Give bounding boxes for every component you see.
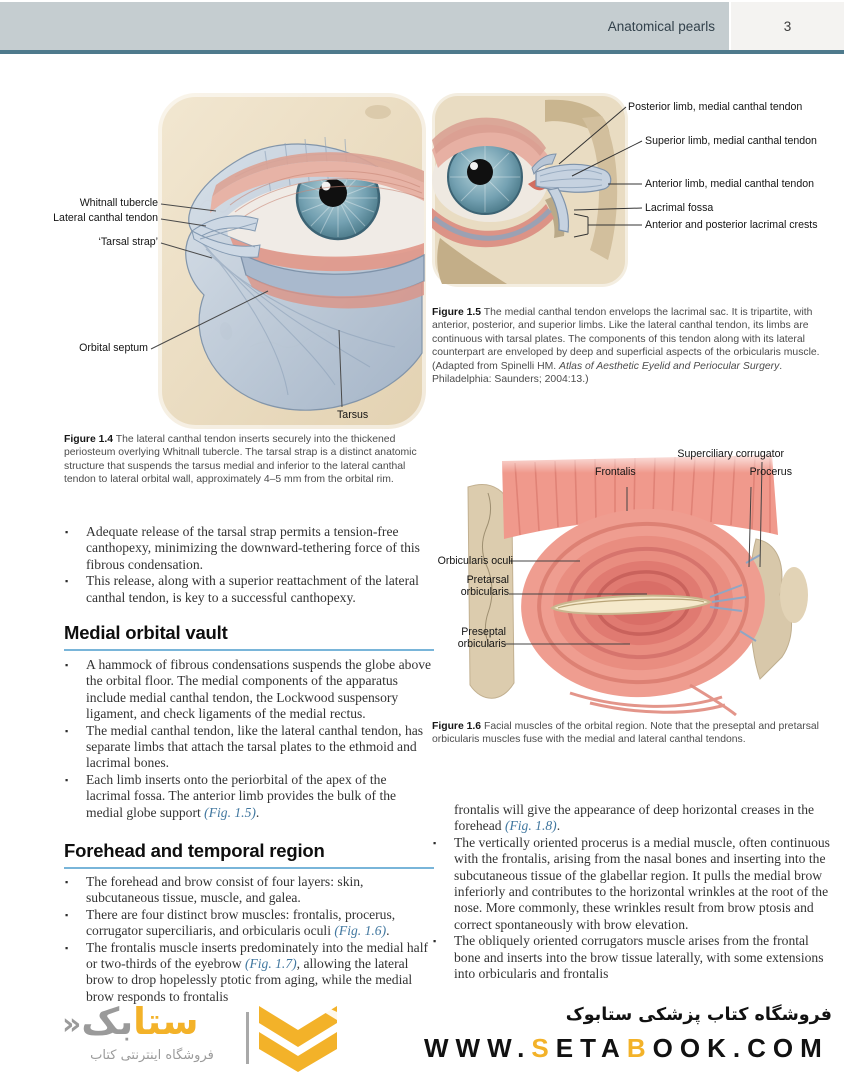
bullet-marker bbox=[432, 802, 454, 835]
bullet-item: ▪ The vertically oriented procerus is a m… bbox=[432, 835, 834, 933]
intro-bullet-list: ▪ Adequate release of the tarsal strap pe… bbox=[64, 524, 434, 606]
brand-chevron-icon[interactable] bbox=[256, 1004, 340, 1072]
bullet-marker: ▪ bbox=[65, 576, 69, 587]
bullet-item: frontalis will give the appearance of de… bbox=[432, 802, 834, 835]
store-name-line: فروشگاه کتاب پزشکی ستابوک bbox=[565, 1005, 832, 1025]
brand-wordmark-yellow: ستا bbox=[133, 1000, 199, 1043]
figure-1-5-caption-tail: . Philadelphia: Saunders; 2004:13.) bbox=[432, 360, 783, 386]
bullet-marker: ▪ bbox=[65, 774, 69, 785]
label-posterior-limb: Posterior limb, medial canthal tendon bbox=[628, 101, 803, 113]
bullet-text: Adequate release of the tarsal strap per… bbox=[86, 524, 420, 572]
bullet-item: ▪ The medial canthal tendon, like the lat… bbox=[64, 723, 434, 772]
figure-1-5-caption-book-title: Atlas of Aesthetic Eyelid and Periocular… bbox=[559, 360, 780, 372]
label-procerus: Procerus bbox=[749, 466, 792, 478]
figure-1-6-artwork bbox=[467, 451, 808, 717]
section-heading-medial-orbital-vault: Medial orbital vault bbox=[64, 622, 434, 651]
figure-1-5-artwork bbox=[432, 90, 643, 290]
label-superior-limb: Superior limb, medial canthal tendon bbox=[645, 135, 817, 147]
figure-1-6-caption-text: Facial muscles of the orbital region. No… bbox=[432, 721, 819, 746]
brand-divider bbox=[246, 1012, 249, 1064]
bullet-item: ▪ This release, along with a superior rea… bbox=[64, 573, 434, 606]
figure-1-5-caption-text: The medial canthal tendon envelops the l… bbox=[432, 307, 820, 372]
bullet-item: ▪ The obliquely oriented corrugators musc… bbox=[432, 933, 834, 982]
bullet-item: ▪ A hammock of fibrous condensations susp… bbox=[64, 657, 434, 723]
bullet-text: The vertically oriented procerus is a me… bbox=[454, 834, 830, 932]
bullet-text: The forehead and brow consist of four la… bbox=[86, 874, 364, 906]
bullet-marker: ▪ bbox=[433, 936, 437, 947]
figure-1-4-caption-text: The lateral canthal tendon inserts secur… bbox=[64, 434, 417, 486]
bullet-text: The medial canthal tendon, like the late… bbox=[86, 722, 424, 771]
bullet-text: There are four distinct brow muscles: fr… bbox=[86, 906, 396, 939]
label-lacrimal-crests: Anterior and posterior lacrimal crests bbox=[645, 219, 818, 231]
page-number-box: 3 bbox=[731, 2, 844, 50]
medial-bullet-list: ▪ A hammock of fibrous condensations susp… bbox=[64, 657, 434, 821]
label-tarsal-strap: ‘Tarsal strap’ bbox=[98, 236, 158, 248]
bullet-item: ▪ Each limb inserts onto the periorbital … bbox=[64, 772, 434, 821]
running-head: Anatomical pearls bbox=[607, 18, 715, 34]
bullet-text: The obliquely oriented corrugators muscl… bbox=[454, 933, 824, 982]
figure-1-6: Superciliary corrugator Frontalis Procer… bbox=[437, 445, 840, 717]
header-bar: Anatomical pearls bbox=[0, 2, 729, 50]
label-lateral-canthal-tendon: Lateral canthal tendon bbox=[53, 212, 158, 224]
label-anterior-limb: Anterior limb, medial canthal tendon bbox=[645, 178, 815, 190]
header-rule bbox=[0, 50, 844, 54]
label-frontalis: Frontalis bbox=[595, 466, 636, 478]
figure-reference: (Fig. 1.6) bbox=[334, 923, 387, 939]
bullet-marker: ▪ bbox=[65, 725, 69, 736]
bullet-marker: ▪ bbox=[65, 942, 69, 953]
figure-1-4: Whitnall tubercle Lateral canthal tendon… bbox=[30, 85, 430, 435]
url-accent-s: S bbox=[531, 1033, 556, 1063]
label-orbicularis-oculi: Orbicularis oculi bbox=[437, 555, 513, 567]
bullet-marker: ▪ bbox=[433, 837, 437, 848]
bullet-marker: ▪ bbox=[65, 877, 69, 887]
label-orbital-septum: Orbital septum bbox=[79, 342, 148, 354]
section-heading-forehead-temporal: Forehead and temporal region bbox=[64, 840, 434, 869]
bullet-text: The frontalis muscle inserts predominate… bbox=[86, 939, 429, 1004]
bullet-item: ▪ There are four distinct brow muscles: f… bbox=[64, 907, 434, 940]
bullet-item: ▪ The forehead and brow consist of four l… bbox=[64, 874, 434, 907]
figure-1-4-caption: Figure 1.4 The lateral canthal tendon in… bbox=[64, 433, 432, 487]
right-column-bullet-list: frontalis will give the appearance of de… bbox=[432, 802, 834, 982]
figure-1-4-caption-label: Figure 1.4 bbox=[64, 434, 114, 445]
figure-1-5-caption: Figure 1.5 The medial canthal tendon env… bbox=[432, 306, 834, 386]
figure-1-4-artwork bbox=[150, 89, 430, 433]
label-lacrimal-fossa: Lacrimal fossa bbox=[645, 202, 714, 214]
figure-reference: (Fig. 1.8) bbox=[504, 818, 557, 834]
bullet-text: This release, along with a superior reat… bbox=[86, 573, 419, 605]
brand-chevron-mark: « bbox=[62, 1007, 82, 1042]
store-url[interactable]: WWW.SETABOOK.COM bbox=[424, 1033, 829, 1064]
url-accent-b: B bbox=[626, 1033, 653, 1063]
figure-1-6-caption-label: Figure 1.6 bbox=[432, 721, 482, 732]
figure-reference: (Fig. 1.5) bbox=[204, 804, 256, 820]
url-part-1: WWW. bbox=[424, 1033, 532, 1063]
page-number: 3 bbox=[783, 18, 792, 34]
figure-1-5: Posterior limb, medial canthal tendon Su… bbox=[432, 88, 844, 293]
brand-subtitle: فروشگاه اینترنتی کتاب bbox=[90, 1048, 214, 1063]
url-part-2: ETA bbox=[555, 1033, 627, 1063]
label-preseptal-orbicularis: Preseptal orbicularis bbox=[457, 626, 506, 650]
figure-1-5-caption-label: Figure 1.5 bbox=[432, 307, 482, 318]
label-whitnall-tubercle: Whitnall tubercle bbox=[79, 197, 158, 209]
bullet-item: ▪ Adequate release of the tarsal strap pe… bbox=[64, 524, 434, 573]
bullet-text: A hammock of fibrous condensations suspe… bbox=[86, 657, 432, 722]
figure-reference: (Fig. 1.7) bbox=[244, 956, 297, 972]
bullet-text: Each limb inserts onto the periorbital o… bbox=[86, 771, 397, 820]
bullet-marker: ▪ bbox=[65, 527, 69, 537]
label-tarsus: Tarsus bbox=[337, 409, 369, 421]
bullet-text: frontalis will give the appearance of de… bbox=[454, 802, 815, 834]
brand-wordmark[interactable]: ستابک« bbox=[62, 1002, 242, 1045]
bullet-marker: ▪ bbox=[65, 660, 69, 670]
label-superciliary-corrugator: Superciliary corrugator bbox=[677, 448, 784, 460]
bullet-marker: ▪ bbox=[65, 909, 69, 920]
forehead-bullet-list: ▪ The forehead and brow consist of four l… bbox=[64, 874, 434, 1005]
figure-1-6-caption: Figure 1.6 Facial muscles of the orbital… bbox=[432, 720, 834, 747]
brand-wordmark-gray: بک bbox=[81, 1000, 134, 1043]
bullet-item: ▪ The frontalis muscle inserts predominat… bbox=[64, 940, 434, 1006]
url-part-3: OOK.COM bbox=[652, 1033, 829, 1063]
label-pretarsal-orbicularis: Pretarsal orbicularis bbox=[460, 574, 509, 598]
